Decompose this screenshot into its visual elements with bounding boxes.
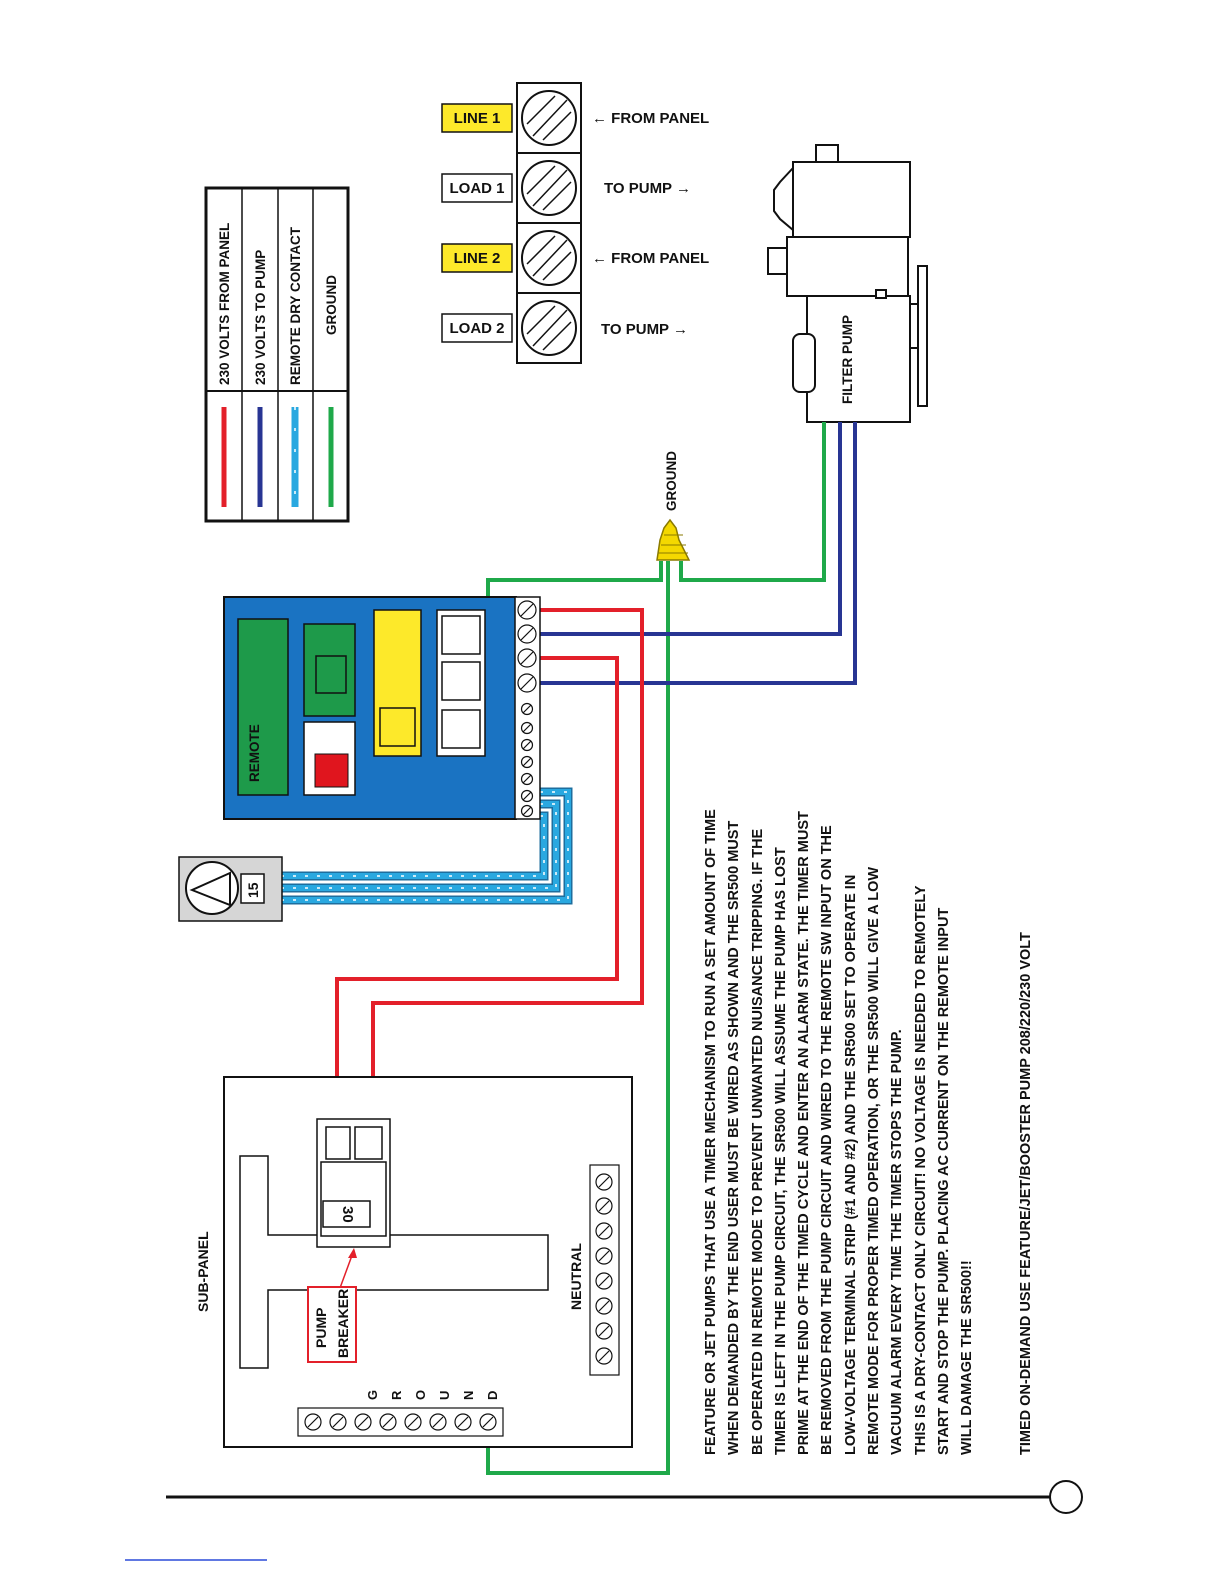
- neutral-label: NEUTRAL: [568, 1243, 584, 1310]
- bus-bar: [239, 1155, 549, 1369]
- note-line: PRIME AT THE END OF THE TIMED CYCLE AND …: [796, 811, 813, 1455]
- terminal-screw-line2: [521, 230, 577, 286]
- subpanel-title: SUB-PANEL: [195, 1231, 211, 1312]
- wire-ground-subpanel: [486, 561, 670, 1475]
- from-panel-label-2: ← FROM PANEL: [592, 250, 709, 267]
- note-line: BE OPERATED IN REMOTE MODE TO PREVENT UN…: [749, 828, 766, 1455]
- ground-letter-n: N: [461, 1391, 476, 1400]
- from-panel-label-1: ← FROM PANEL: [592, 110, 709, 127]
- note-line: VACUUM ALARM EVERY TIME THE TIMER STOPS …: [889, 1029, 906, 1455]
- sub-panel: SUB-PANEL 30 PUMP BREAKER NEUTRAL: [195, 1076, 633, 1448]
- ground-letter-o: O: [413, 1390, 428, 1400]
- neutral-bar: [589, 1164, 620, 1376]
- to-pump-label-1: TO PUMP →: [604, 180, 691, 197]
- terminal-screw-load2: [521, 300, 577, 356]
- page-number-circle: [1049, 1480, 1083, 1514]
- terminal-screw-line1: [521, 90, 577, 146]
- ground-bar: [297, 1407, 504, 1437]
- notes-block: FEATURE OR JET PUMPS THAT USE A TIMER ME…: [700, 809, 980, 1455]
- wire-ground-controller: [486, 561, 663, 597]
- legend-label-blue: 230 VOLTS TO PUMP: [253, 250, 268, 385]
- wires: [282, 422, 857, 1475]
- control-button-3: [441, 709, 481, 749]
- line1-label: LINE 1: [454, 110, 501, 127]
- sr500-controller: REMOTE: [223, 596, 541, 820]
- ground-wire-nut: GROUND: [656, 451, 691, 561]
- ground-bar-letters: G R O U N D: [365, 1390, 500, 1400]
- footer-title: TIMED ON-DEMAND USE FEATURE/JET/BOOSTER …: [1018, 932, 1034, 1455]
- wire-from-panel-2: [335, 656, 619, 1127]
- control-button-1: [441, 615, 481, 655]
- terminal-block: LINE 1 LOAD 1 LINE 2 LOAD 2 ← FROM PANEL…: [441, 82, 709, 364]
- pump-breaker-callout: PUMP BREAKER: [307, 1248, 357, 1363]
- line1-label-box: [441, 103, 513, 133]
- ground-letter-r: R: [389, 1390, 404, 1400]
- load1-label: LOAD 1: [449, 180, 504, 197]
- load2-label-box: [441, 313, 513, 343]
- timer-dial: 15: [178, 856, 283, 922]
- terminal-screw-load1: [521, 160, 577, 216]
- line2-label-box: [441, 243, 513, 273]
- legend-label-ground: GROUND: [324, 275, 339, 335]
- line2-label: LINE 2: [454, 250, 501, 267]
- wire-to-pump-1: [540, 422, 842, 636]
- controller-terminals: [517, 600, 537, 818]
- note-line: START AND STOP THE PUMP. PLACING AC CURR…: [935, 907, 952, 1455]
- note-line: THIS IS A DRY-CONTACT ONLY CIRCUIT! NO V…: [912, 885, 929, 1455]
- note-line: REMOTE MODE FOR PROPER TIMED OPERATION, …: [866, 866, 883, 1455]
- ground-letter-u: U: [437, 1391, 452, 1400]
- breaker-rating: 30: [339, 1206, 356, 1223]
- legend-label-red: 230 VOLTS FROM PANEL: [217, 223, 232, 385]
- wire-to-pump-2: [540, 422, 857, 685]
- remote-label: REMOTE: [247, 724, 262, 782]
- filter-pump-label: FILTER PUMP: [840, 315, 855, 404]
- note-line: WILL DAMAGE THE SR500!!: [959, 1260, 976, 1455]
- load2-label: LOAD 2: [449, 320, 504, 337]
- ground-label: GROUND: [664, 451, 679, 511]
- load1-label-box: [441, 173, 513, 203]
- timer-value: 15: [245, 882, 261, 898]
- note-line: FEATURE OR JET PUMPS THAT USE A TIMER ME…: [703, 809, 719, 1455]
- pump-breaker-label-line1: PUMP: [313, 1308, 329, 1348]
- to-pump-label-2: TO PUMP →: [601, 321, 688, 338]
- remote-panel: [237, 618, 289, 796]
- note-line: LOW-VOLTAGE TERMINAL STRIP (#1 AND #2) A…: [842, 874, 859, 1455]
- pump-breaker: 30: [316, 1118, 391, 1248]
- note-line: WHEN DEMANDED BY THE END USER MUST BE WI…: [726, 820, 743, 1455]
- wire-dry-contact: [282, 787, 573, 905]
- legend-label-dry-contact: REMOTE DRY CONTACT: [288, 226, 303, 385]
- control-button-2: [441, 661, 481, 701]
- legend: 230 VOLTS FROM PANEL 230 VOLTS TO PUMP R…: [204, 186, 350, 523]
- filter-pump: FILTER PUMP: [767, 144, 928, 423]
- note-line: TIMER IS LEFT IN THE PUMP CIRCUIT, THE S…: [772, 847, 789, 1455]
- wire-ground-pump: [679, 422, 826, 582]
- wire-from-panel-1: [371, 608, 644, 1127]
- ground-letter-d: D: [485, 1391, 500, 1400]
- ground-letter-g: G: [365, 1390, 380, 1400]
- note-line: BE REMOVED FROM THE PUMP CIRCUIT AND WIR…: [819, 825, 836, 1455]
- pump-breaker-label-line2: BREAKER: [335, 1289, 351, 1358]
